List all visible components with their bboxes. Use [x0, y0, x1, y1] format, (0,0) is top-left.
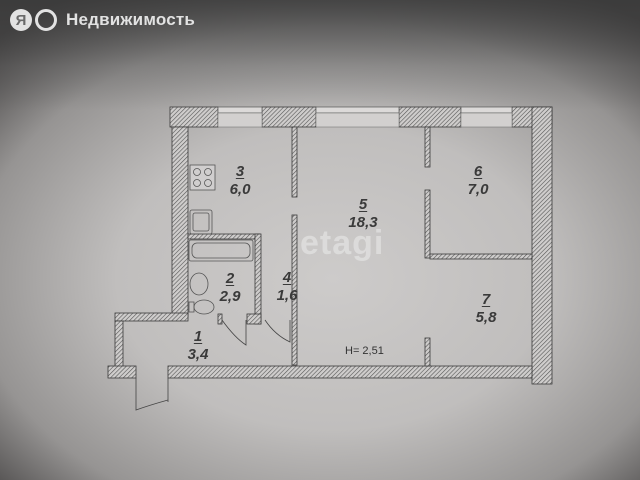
room-2-label: 2 2,9 — [219, 270, 241, 305]
entrance-door — [135, 378, 169, 411]
washbasin-icon — [189, 272, 209, 296]
room-7-label: 7 5,8 — [475, 291, 497, 326]
toilet-icon — [188, 299, 215, 315]
top-shade — [0, 0, 640, 110]
bathtub-icon — [188, 239, 254, 262]
brand-header[interactable]: Я Недвижимость — [10, 8, 195, 32]
room-6-label: 6 7,0 — [467, 163, 489, 198]
corridor-door — [264, 319, 291, 343]
stove-icon — [189, 164, 216, 191]
realty-logo-icon — [35, 9, 57, 31]
bathroom-door — [221, 319, 247, 346]
brand-name: Недвижимость — [66, 10, 196, 29]
room-3-label: 3 6,0 — [229, 163, 251, 198]
sink-icon — [189, 209, 213, 235]
room-1-label: 1 3,4 — [187, 328, 209, 363]
yandex-logo-icon: Я — [10, 9, 32, 31]
ceiling-height-note: H= 2,51 — [345, 345, 384, 357]
interior-walls — [187, 126, 533, 367]
room-4-label: 4 1,6 — [276, 269, 298, 304]
room-5-label: 5 18,3 — [348, 196, 378, 231]
watermark: etagi — [300, 224, 385, 262]
doors — [135, 319, 291, 411]
